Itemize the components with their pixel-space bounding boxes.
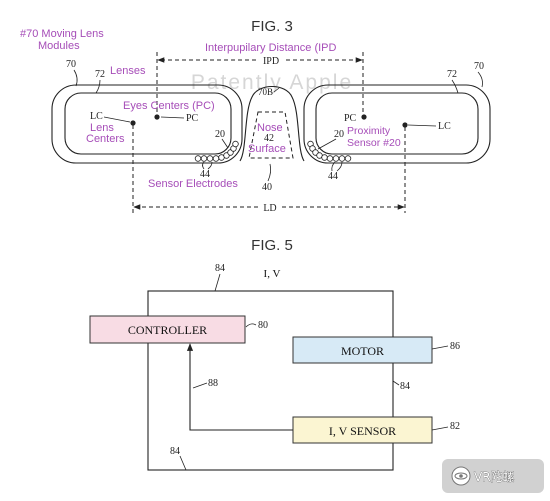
left-lens-inner: [64, 92, 232, 155]
electrode: [321, 154, 328, 161]
frame-ref: 40: [262, 182, 272, 193]
electrode: [232, 140, 239, 148]
module-right-ref: 70: [474, 61, 484, 72]
signal-label: I, V: [264, 268, 281, 280]
badge-text: VR陀螺: [474, 469, 515, 484]
lens-right-leader: [451, 79, 459, 94]
sensor-right-ref: 20: [334, 129, 344, 140]
right-pupil-center-dot: [361, 114, 367, 120]
lens-left-leader: [95, 79, 101, 94]
nose-bridge-leader: [273, 87, 280, 93]
lc-right-label: LC: [438, 121, 451, 132]
annotation-proximity-line2: Sensor #20: [347, 137, 401, 149]
electrode: [206, 155, 214, 162]
annotation-proximity-line1: Proximity: [347, 125, 391, 137]
annotation-lenses: Lenses: [110, 65, 146, 77]
sensor-left-leader: [221, 138, 229, 149]
electrode: [332, 155, 340, 162]
nose-bridge-ref: 70B: [258, 87, 273, 97]
electrode: [344, 155, 352, 162]
lc-left-label: LC: [90, 111, 103, 122]
controller-block: [89, 315, 246, 344]
iv-sensor-ref: 82: [450, 421, 460, 432]
housing-top-leader: [214, 273, 221, 292]
iv-sensor-leader: [431, 426, 449, 431]
annotation-eyes-centers: Eyes Centers (PC): [123, 100, 215, 112]
electrodes-right-leader-a: [331, 161, 336, 172]
left-lens-module-outer: [51, 84, 243, 164]
frame-leader: [267, 163, 272, 182]
annotation-sensor-electrodes: Sensor Electrodes: [148, 178, 238, 190]
electrode: [326, 155, 334, 162]
electrode: [212, 155, 220, 162]
fig-5: FIG. 5 84 I, V CONTROLLER 80 MOTOR 86 I,…: [89, 237, 460, 471]
ld-label: LD: [263, 203, 276, 214]
annotation-lens-centers-line1: Lens: [90, 122, 114, 134]
annotation-surface: Surface: [248, 143, 286, 155]
nose-surface-outline: [248, 111, 294, 159]
right-lens-module-outer: [303, 84, 491, 164]
right-lens-center-dot: [402, 122, 408, 128]
module-right-leader: [477, 71, 483, 88]
housing-top-ref: 84: [215, 263, 225, 274]
pc-left-leader: [160, 116, 185, 119]
controller-ref: 80: [258, 320, 268, 331]
controller-label: CONTROLLER: [128, 323, 207, 337]
electrodes-left-leader-b: [207, 161, 213, 170]
electrode: [200, 155, 208, 162]
controller-leader: [245, 323, 257, 328]
signal-path-arrow: [186, 343, 293, 431]
housing-bottom-leader: [179, 455, 187, 471]
housing-bottom-ref: 84: [170, 446, 180, 457]
left-sensor-electrodes: [194, 140, 239, 162]
housing-outline: [147, 290, 394, 471]
right-sensor-electrodes: [307, 140, 352, 162]
fig5-title: FIG. 5: [251, 237, 293, 254]
signal-path-leader: [192, 382, 208, 389]
iv-sensor-label: I, V SENSOR: [329, 424, 396, 438]
left-lens-center-dot: [130, 120, 136, 126]
annotation-moving-lens-line2: Modules: [38, 40, 80, 52]
electrodes-right-leader-b: [336, 161, 343, 172]
nose-surface-ref: 42: [264, 133, 274, 144]
motor-block: [292, 336, 433, 364]
annotation-lens-centers-line2: Centers: [86, 133, 125, 145]
ipd-label: IPD: [263, 56, 279, 67]
housing-right-leader: [392, 380, 400, 386]
badge-background: [442, 459, 544, 493]
sensor-left-ref: 20: [215, 129, 225, 140]
motor-ref: 86: [450, 341, 460, 352]
electrodes-right-ref: 44: [328, 171, 338, 182]
lens-right-ref: 72: [447, 69, 457, 80]
electrode: [194, 155, 202, 162]
electrodes-left-leader-a: [202, 161, 205, 170]
lens-left-ref: 72: [95, 69, 105, 80]
lc-left-leader: [103, 116, 131, 123]
annotation-nose: Nose: [257, 122, 283, 134]
lc-right-leader: [407, 124, 437, 127]
annotation-moving-lens-line1: #70 Moving Lens: [20, 28, 104, 40]
module-left-leader: [73, 69, 78, 87]
iv-sensor-block: [292, 416, 433, 444]
fig3-title: FIG. 3: [251, 18, 293, 35]
electrode: [338, 155, 346, 162]
nose-bridge-arch: [239, 85, 305, 162]
annotation-ipd: Interpupilary Distance (IPD: [205, 42, 336, 54]
module-left-ref: 70: [66, 59, 76, 70]
housing-right-ref: 84: [400, 381, 410, 392]
motor-leader: [431, 345, 449, 350]
right-lens-inner: [315, 92, 479, 155]
motor-label: MOTOR: [341, 344, 384, 358]
electrodes-left-ref: 44: [200, 169, 210, 180]
gyro-logo-icon: [451, 466, 471, 486]
pc-left-label: PC: [186, 113, 199, 124]
corner-badge: VR陀螺: [442, 459, 544, 493]
left-pupil-center-dot: [154, 114, 160, 120]
sensor-right-leader: [317, 138, 337, 150]
signal-path-ref: 88: [208, 378, 218, 389]
pc-right-label: PC: [344, 113, 357, 124]
fig-3: FIG. 3 Patently Apple #70 Moving Lens Mo…: [20, 18, 491, 214]
